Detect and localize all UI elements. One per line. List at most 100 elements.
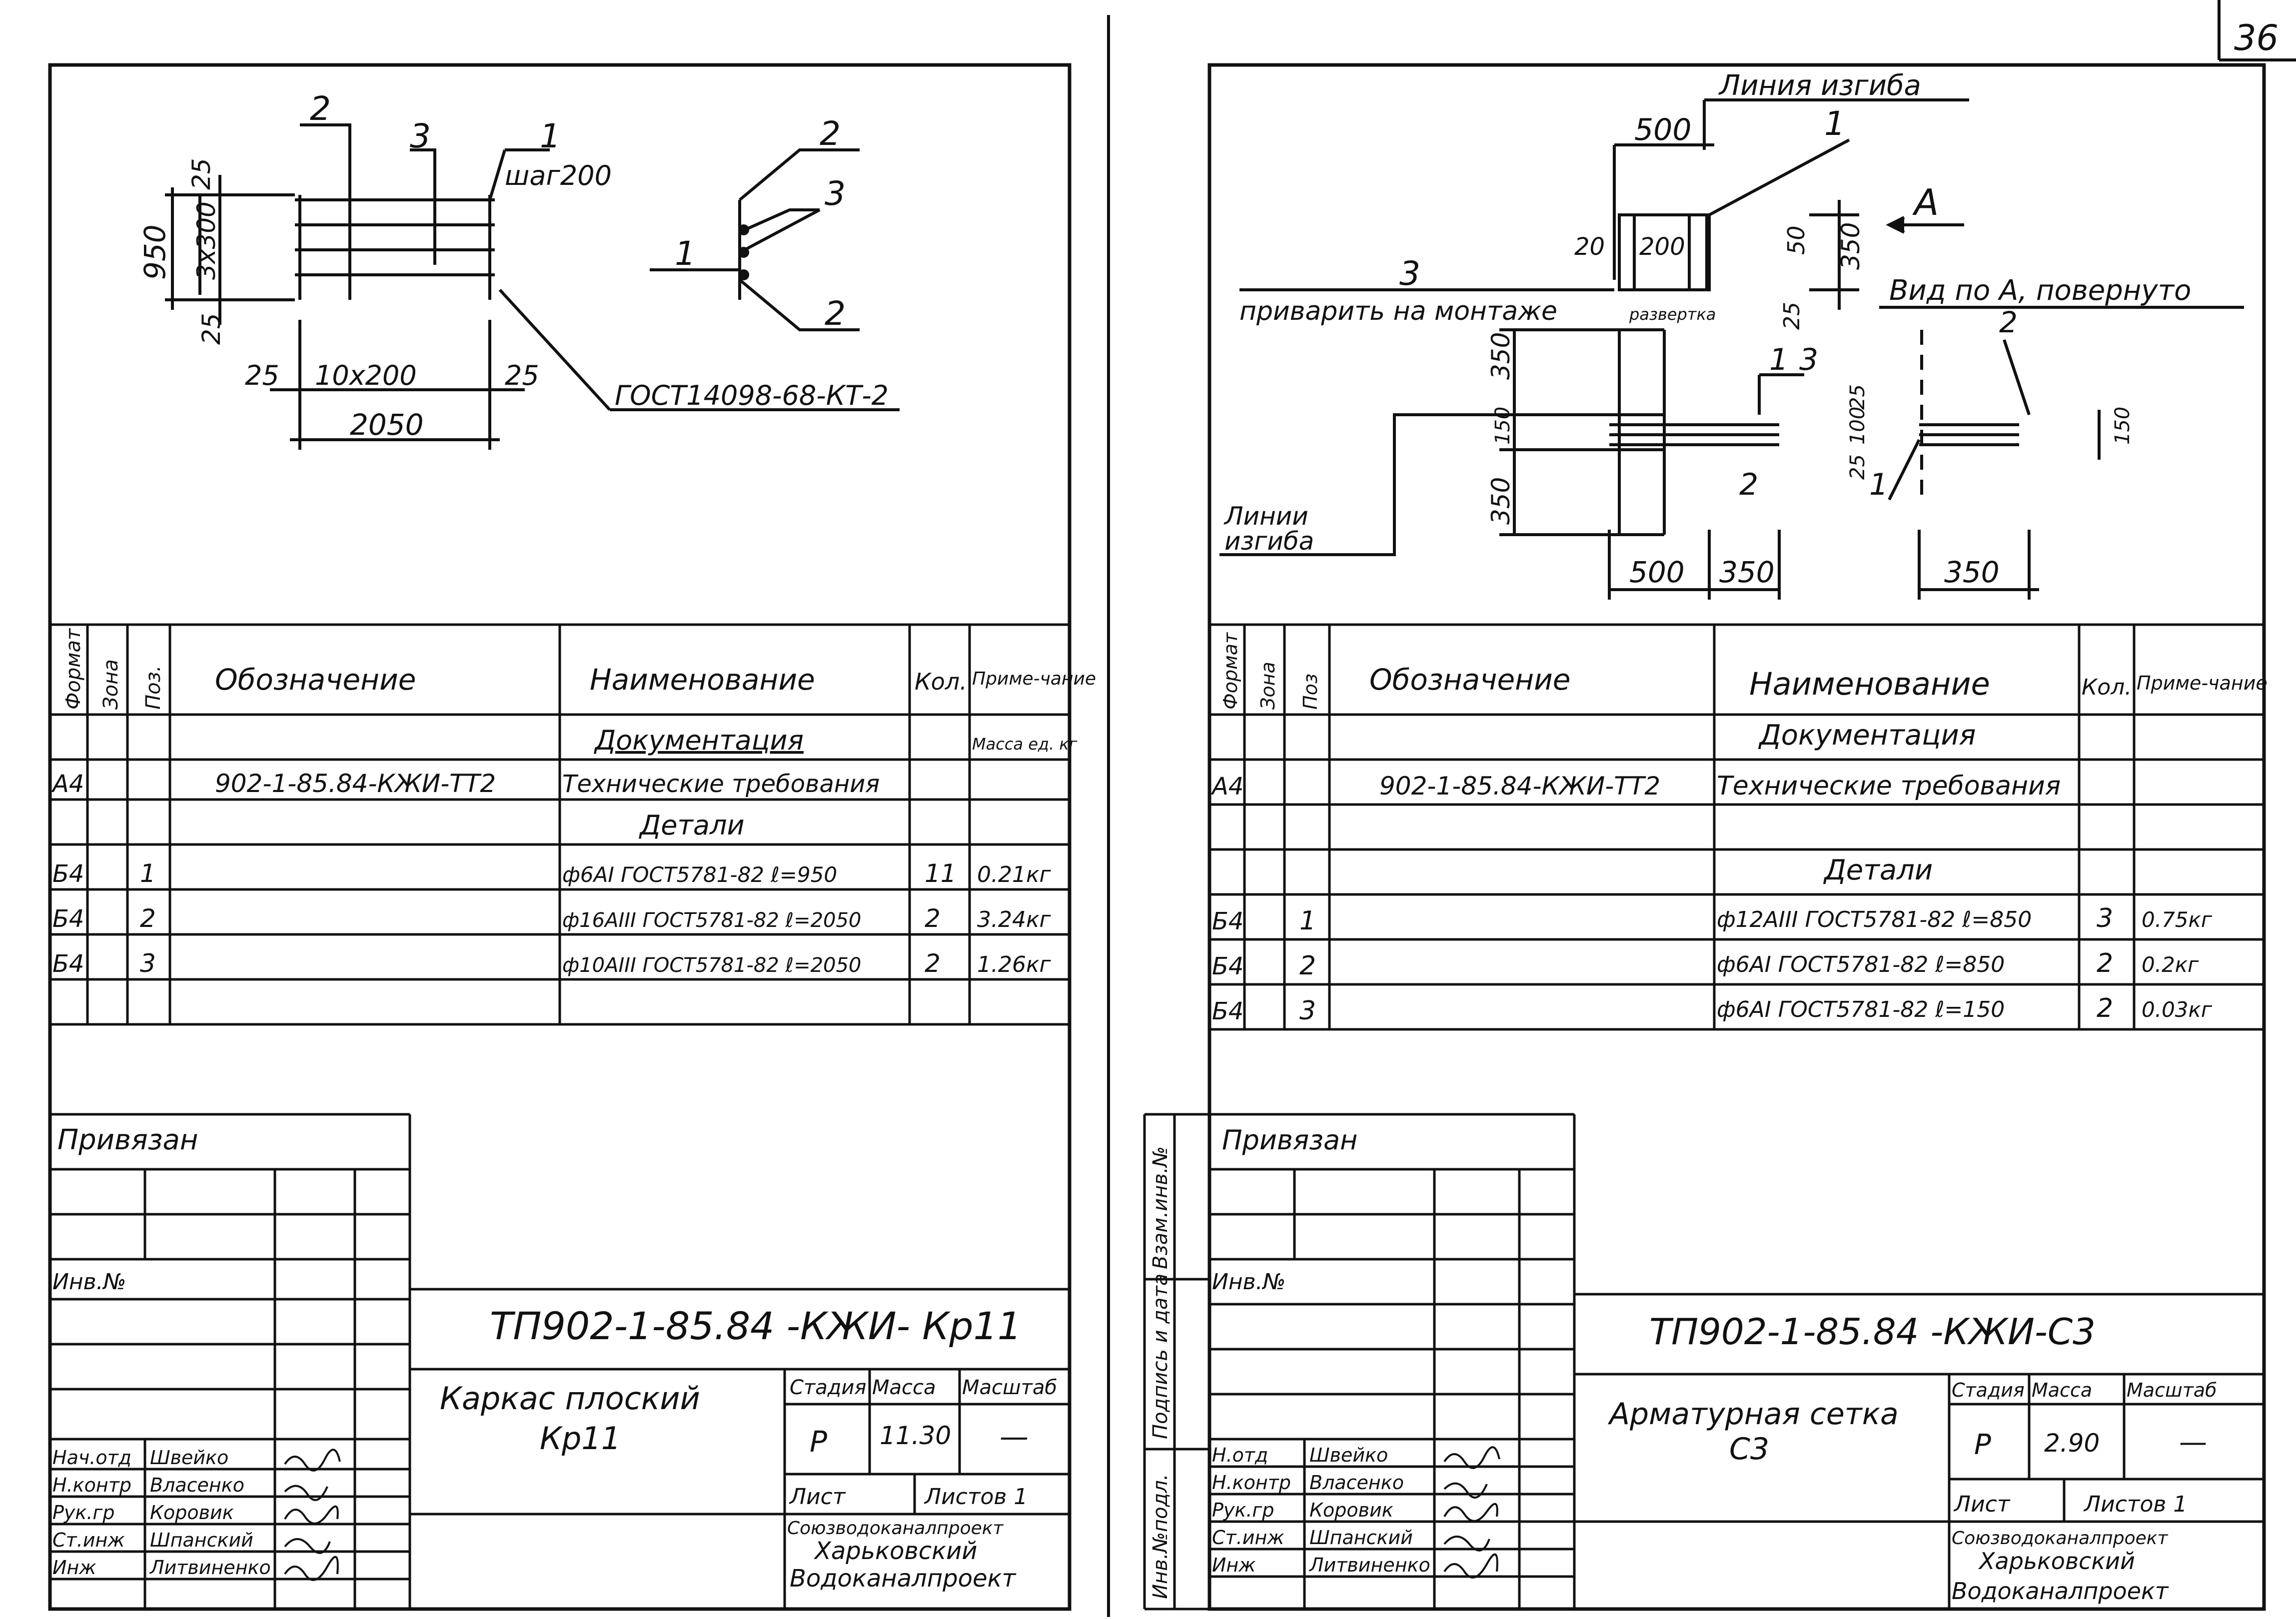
signatures-right <box>1443 1446 1500 1579</box>
r-mass-header: Масса <box>2032 1379 2092 1401</box>
r-row2-note: 0.75кг <box>2142 907 2213 932</box>
r-hdr-qty: Кол. <box>2082 675 2132 700</box>
hdr-qty: Кол. <box>915 668 967 695</box>
r-hdr-name: Наименование <box>1749 666 1990 702</box>
r-role-1: Н.отд <box>1212 1444 1268 1466</box>
r-row3-note: 0.2кг <box>2142 952 2199 977</box>
role-3: Рук.гр <box>52 1502 115 1524</box>
r-row3-format: Б4 <box>1212 952 1243 980</box>
r-mass-value: 2.90 <box>2044 1429 2100 1458</box>
row2-note: 0.21кг <box>977 862 1052 887</box>
row4-pos: 3 <box>140 949 156 978</box>
r-section-docs: Документация <box>1758 719 1976 752</box>
mass-value: 11.30 <box>880 1421 951 1450</box>
dim-350c: 350 <box>1486 477 1515 525</box>
sec-label-3: 3 <box>825 174 846 213</box>
dim-350b: 350 <box>1486 332 1515 380</box>
row1-format: А4 <box>51 770 84 798</box>
r-inv-label: Инв.№ <box>1212 1269 1285 1295</box>
r-sheet-label: Лист <box>1953 1492 2011 1517</box>
mass-header: Масса <box>872 1376 936 1399</box>
r-name-5: Литвиненко <box>1308 1554 1430 1576</box>
dim-25c-r: 25 <box>1846 454 1869 480</box>
r-org-line1: Союзводоканалпроект <box>1952 1528 2168 1549</box>
row1-name: Технические требования <box>562 770 880 798</box>
dim-3x300: 3х300 <box>192 201 221 280</box>
dim-100: 100 <box>1846 407 1869 445</box>
hdr-zone: Зона <box>99 659 122 710</box>
r-hdr-pos: Поз <box>1299 674 1321 710</box>
role-2: Н.контр <box>52 1474 131 1496</box>
dim-200: 200 <box>1639 233 1685 261</box>
arrow-a-label: А <box>1912 181 1939 223</box>
side-label-1: Взам.инв.№ <box>1149 1146 1172 1269</box>
weld-note: приварить на монтаже <box>1239 296 1557 326</box>
r-stage-value: Р <box>1974 1429 1991 1461</box>
inv-label: Инв.№ <box>52 1269 126 1295</box>
name-3: Коровик <box>150 1502 234 1524</box>
dim-25a-r: 25 <box>1779 302 1805 330</box>
r-hdr-zone: Зона <box>1257 662 1279 710</box>
name-1: Швейко <box>150 1447 228 1469</box>
view-a-label: Вид по А, повернуто <box>1889 274 2191 307</box>
r-name-1: Швейко <box>1309 1444 1388 1466</box>
row2-pos: 1 <box>140 859 156 888</box>
signatures-left <box>284 1449 341 1581</box>
r-row4-pos: 3 <box>1299 996 1316 1026</box>
dim-25a: 25 <box>187 158 216 190</box>
name-5: Литвиненко <box>149 1557 271 1579</box>
left-frame <box>48 63 1072 1611</box>
r-hdr-designation: Обозначение <box>1369 663 1570 697</box>
sec-label-2b: 2 <box>825 294 846 333</box>
r-row1-name: Технические требования <box>1717 771 2061 801</box>
right-stamp: Привязан Инв.№ ТП902-1-85.84 -КЖИ-С3 Арм… <box>1209 1113 2264 1609</box>
left-sheet: 2 3 1 шаг200 950 25 3х300 25 25 10х200 2… <box>48 63 1096 1611</box>
r-name-2: Власенко <box>1309 1472 1404 1494</box>
label-pos2: 2 <box>310 89 331 128</box>
r-row4-format: Б4 <box>1212 997 1243 1025</box>
r-name-3: Коровик <box>1309 1499 1393 1521</box>
role-5: Инж <box>52 1557 96 1579</box>
name-2: Власенко <box>150 1474 244 1496</box>
stamp-title-l1: Каркас плоский <box>440 1380 700 1417</box>
r-name-4: Шпанский <box>1309 1527 1413 1549</box>
left-drawing: 2 3 1 шаг200 950 25 3х300 25 25 10х200 2… <box>138 89 900 450</box>
sheet-label: Лист <box>789 1484 846 1510</box>
dim-25b: 25 <box>197 313 226 345</box>
label-pos1a: 1 <box>1824 104 1845 143</box>
r-stamp-title-l1: Арматурная сетка <box>1607 1397 1899 1432</box>
r-row2-name: ф12АIII ГОСТ5781-82 ℓ=850 <box>1717 907 2032 932</box>
dim-10x200: 10х200 <box>315 360 417 391</box>
left-stamp: Привязан Инв.№ ТП902-1-85.84 -КЖИ- Кр11 … <box>50 1113 1070 1609</box>
dim-25d: 25 <box>505 360 539 391</box>
r-section-parts: Детали <box>1823 854 1933 886</box>
right-sheet: Взам.инв.№ Подпись и дата Инв.№подл. Лин… <box>1143 63 2268 1611</box>
r-role-5: Инж <box>1212 1554 1256 1576</box>
r-scale-value: — <box>2179 1426 2207 1459</box>
row3-pos: 2 <box>140 904 156 933</box>
dim-950: 950 <box>138 224 172 280</box>
hdr-note: Приме-чание <box>972 669 1096 689</box>
hdr-format: Формат <box>62 628 85 710</box>
dim-350a: 350 <box>1836 222 1865 270</box>
right-drawing: Линия изгиба 500 1 20 200 50 350 А 3 при <box>1219 69 2244 600</box>
r-privyazan-label: Привязан <box>1222 1124 1357 1156</box>
org-line1: Союзводоканалпроект <box>787 1518 1004 1539</box>
label-pos1c: 1 <box>1869 467 1888 502</box>
weld-gost: ГОСТ14098-68-КТ-2 <box>615 380 889 411</box>
sec-label-2a: 2 <box>820 114 841 153</box>
role-4: Ст.инж <box>52 1529 125 1551</box>
label-pos3: 3 <box>410 117 431 155</box>
right-frame <box>1207 63 2266 1611</box>
label-pos3b: 3 <box>1799 342 1818 377</box>
stage-value: Р <box>810 1425 827 1459</box>
r-role-3: Рук.гр <box>1212 1499 1274 1521</box>
dim-2050: 2050 <box>350 408 424 442</box>
row4-format: Б4 <box>52 950 84 978</box>
hdr-designation: Обозначение <box>215 663 416 697</box>
r-row2-qty: 3 <box>2097 903 2113 933</box>
dim-20: 20 <box>1574 233 1605 261</box>
side-label-3: Инв.№подл. <box>1149 1474 1172 1599</box>
org-line2: Харьковский <box>813 1537 977 1565</box>
row2-qty: 11 <box>925 859 957 888</box>
